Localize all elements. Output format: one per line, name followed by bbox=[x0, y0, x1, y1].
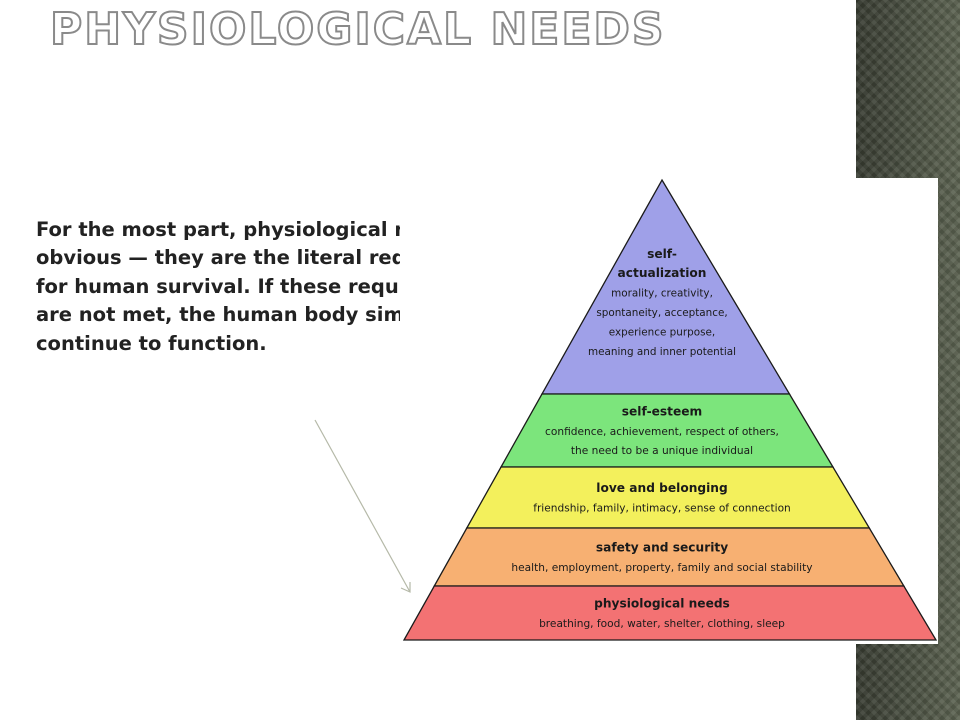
body-text: For the most part, physiological needs a… bbox=[36, 218, 520, 355]
pyramid-level-5 bbox=[402, 585, 938, 641]
pyramid-level-detail: morality, creativity, bbox=[611, 288, 713, 300]
maslow-pyramid: self-actualization morality, creativity, s… bbox=[402, 178, 938, 641]
pyramid-level-detail: the need to be a unique individual bbox=[571, 445, 753, 457]
pyramid-level-heading: self-esteem bbox=[622, 404, 702, 418]
pyramid-level-detail: friendship, family, intimacy, sense of c… bbox=[533, 502, 791, 514]
pyramid-level-heading: love and belonging bbox=[596, 481, 727, 495]
pyramid-level-detail: meaning and inner potential bbox=[588, 346, 736, 358]
pyramid-level-detail: breathing, food, water, shelter, clothin… bbox=[539, 618, 785, 630]
maslow-pyramid-panel: self-actualization morality, creativity, s… bbox=[400, 178, 938, 644]
pyramid-level-heading: safety and security bbox=[596, 541, 728, 555]
pyramid-level-heading: physiological needs bbox=[594, 597, 730, 611]
pyramid-level-detail: spontaneity, acceptance, bbox=[596, 307, 727, 319]
slide-title: PHYSIOLOGICAL NEEDS bbox=[49, 3, 666, 56]
pyramid-level-detail: experience purpose, bbox=[609, 326, 715, 338]
pointer-arrow-line bbox=[314, 419, 411, 593]
pyramid-level-detail: health, employment, property, family and… bbox=[511, 562, 812, 574]
pyramid-level-heading: self- bbox=[647, 247, 677, 261]
pyramid-level-heading: actualization bbox=[618, 266, 707, 280]
pyramid-level-detail: confidence, achievement, respect of othe… bbox=[545, 426, 779, 438]
pointer-arrow-head bbox=[400, 582, 411, 593]
